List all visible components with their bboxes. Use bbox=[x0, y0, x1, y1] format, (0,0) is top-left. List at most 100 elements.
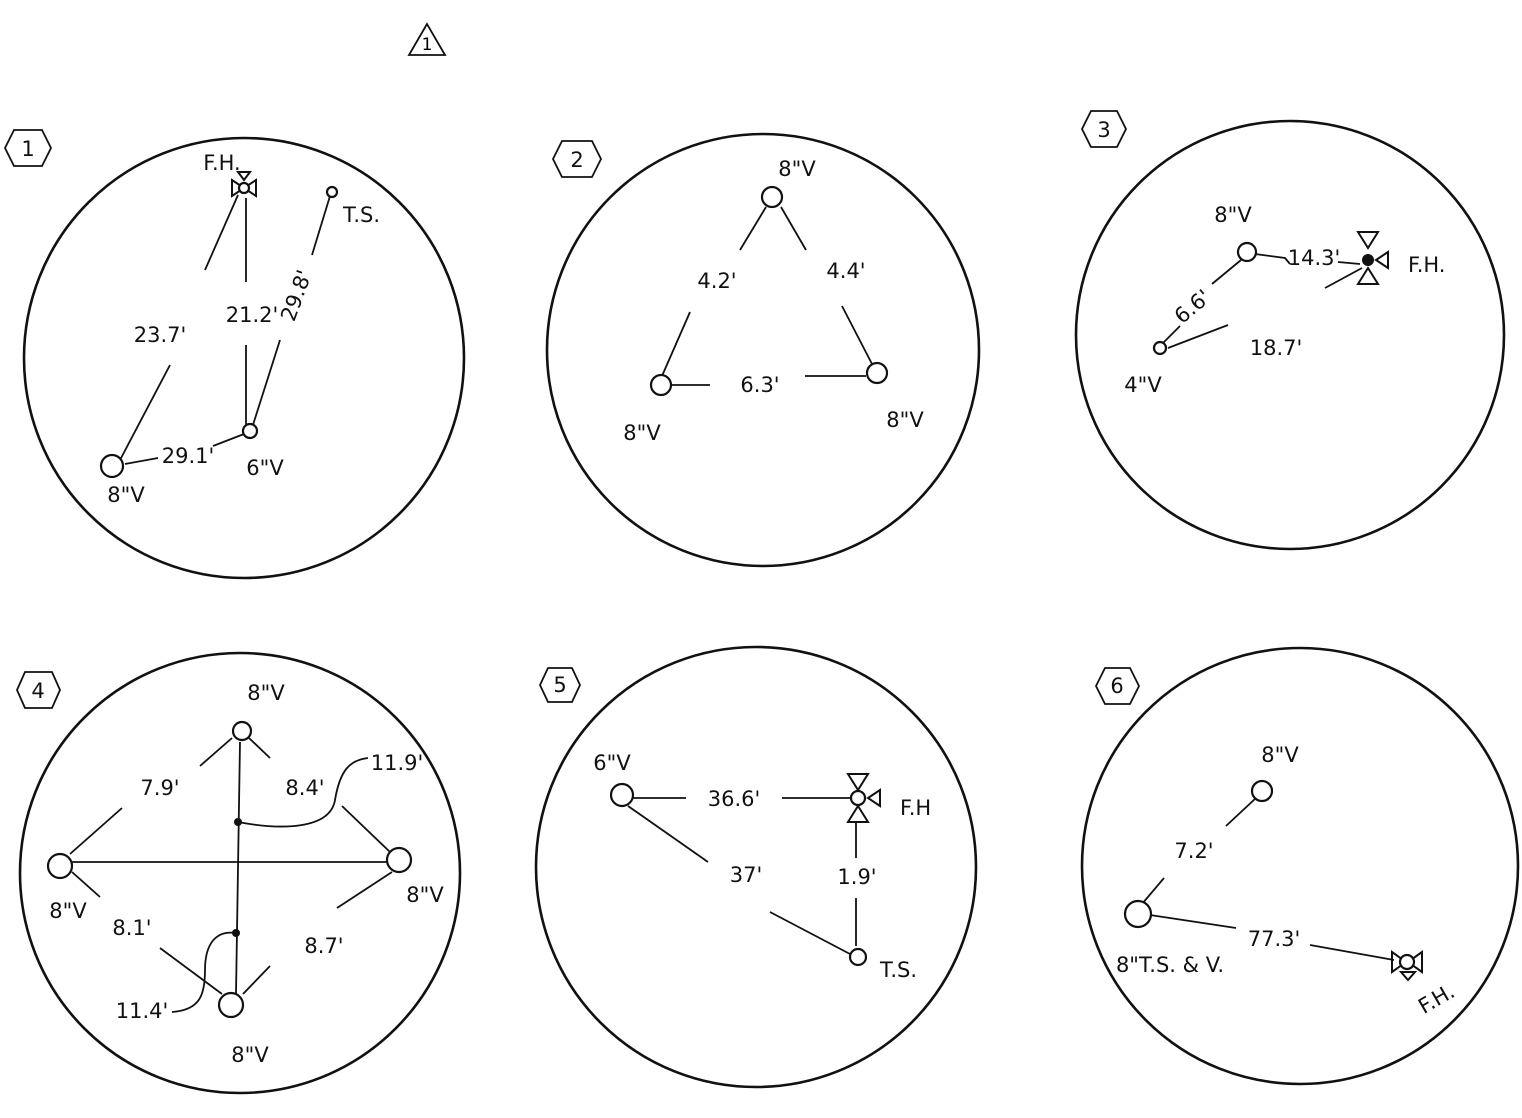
valve-node bbox=[1123, 899, 1153, 929]
node-label: 8"V bbox=[1261, 743, 1299, 767]
node-label: F.H. bbox=[1414, 979, 1458, 1019]
dim-line bbox=[119, 364, 171, 461]
detail-3: 3 8"V F.H. 4"V 6.6' 14.3' 18.7' bbox=[1074, 110, 1506, 551]
detail-4-tag: 4 bbox=[16, 671, 61, 709]
dimension-label: 7.9' bbox=[140, 776, 179, 800]
detail-5-tag: 5 bbox=[539, 667, 581, 703]
dim-line bbox=[1161, 325, 1181, 345]
detail-3-number: 3 bbox=[1097, 118, 1110, 142]
valve-node bbox=[609, 782, 635, 808]
detail-4-number: 4 bbox=[31, 679, 44, 703]
dim-line bbox=[248, 737, 271, 759]
dim-leader bbox=[237, 757, 369, 828]
dimension-label: 11.9' bbox=[371, 751, 424, 775]
valve-node bbox=[385, 846, 413, 874]
node-label: T.S. bbox=[879, 958, 917, 982]
dim-line bbox=[336, 871, 393, 909]
dimension-label: 21.2' bbox=[226, 303, 279, 327]
valve-node bbox=[231, 720, 253, 742]
node-label: 8"T.S. & V. bbox=[1116, 953, 1224, 977]
dimension-label: 1.9' bbox=[837, 865, 876, 889]
valve-node bbox=[241, 422, 259, 440]
dim-line bbox=[199, 737, 233, 767]
fire-hydrant-icon bbox=[231, 171, 257, 198]
test-station-node bbox=[325, 185, 339, 199]
detail-1: 1 F.H. T.S. 8"V 6"V 23.7' 21.2' 29.8' 29… bbox=[3, 129, 466, 580]
dim-line bbox=[204, 194, 239, 271]
dim-line bbox=[1167, 324, 1229, 349]
dimension-label: 6.6' bbox=[1170, 285, 1215, 329]
dim-line bbox=[159, 947, 223, 995]
fire-hydrant-icon bbox=[1391, 950, 1423, 982]
dim-line bbox=[341, 805, 391, 853]
dimension-label: 8.1' bbox=[112, 916, 151, 940]
detail-1-circle bbox=[22, 136, 466, 580]
detail-3-tag: 3 bbox=[1080, 110, 1128, 148]
dim-line bbox=[780, 206, 807, 251]
dim-line bbox=[242, 965, 271, 995]
detail-2-circle bbox=[545, 132, 981, 568]
fire-hydrant-icon bbox=[1356, 231, 1389, 285]
valve-node bbox=[1250, 779, 1274, 803]
dim-line bbox=[661, 311, 691, 377]
valve-node bbox=[217, 991, 245, 1019]
dim-line bbox=[1149, 914, 1237, 929]
dimension-label: 29.1' bbox=[162, 444, 215, 468]
detail-5: 5 6"V F.H T.S. 36.6' 37' 1.9' bbox=[534, 645, 978, 1089]
dim-line bbox=[235, 741, 241, 995]
dim-line bbox=[71, 871, 101, 898]
dimension-label: 77.3' bbox=[1248, 927, 1301, 951]
dim-line bbox=[69, 807, 123, 855]
detail-1-number: 1 bbox=[21, 137, 34, 161]
dimension-label: 23.7' bbox=[134, 323, 187, 347]
node-label: 4"V bbox=[1124, 373, 1162, 397]
dim-line bbox=[1211, 259, 1242, 285]
valve-node bbox=[46, 852, 74, 880]
node-label: 8"V bbox=[231, 1043, 269, 1067]
dim-line bbox=[1141, 877, 1165, 905]
node-label: 8"V bbox=[886, 408, 924, 432]
detail-6-circle bbox=[1080, 646, 1520, 1086]
valve-node bbox=[760, 185, 784, 209]
dimension-label: 37' bbox=[730, 863, 763, 887]
test-station-node bbox=[848, 947, 868, 967]
revision-triangle-mark: 1 bbox=[407, 22, 447, 56]
detail-6: 6 8"V 8"T.S. & V. F.H. 7.2' 77.3' bbox=[1080, 646, 1520, 1086]
node-label: F.H bbox=[900, 796, 931, 820]
dimension-label: 18.7' bbox=[1250, 336, 1303, 360]
valve-node bbox=[1152, 340, 1168, 356]
dim-line bbox=[1337, 261, 1361, 265]
node-label: T.S. bbox=[342, 203, 380, 227]
dimension-label: 8.7' bbox=[304, 934, 343, 958]
node-label: 8"V bbox=[107, 483, 145, 507]
valve-node bbox=[865, 361, 889, 385]
dim-line bbox=[841, 305, 873, 365]
detail-6-number: 6 bbox=[1110, 674, 1123, 698]
dimension-label: 8.4' bbox=[285, 776, 324, 800]
dimension-label: 7.2' bbox=[1174, 839, 1213, 863]
node-label: 6"V bbox=[246, 456, 284, 480]
revision-number: 1 bbox=[422, 35, 433, 55]
detail-5-circle bbox=[534, 645, 978, 1089]
dim-line bbox=[1309, 944, 1395, 961]
node-label: 8"V bbox=[247, 681, 285, 705]
node-label: 8"V bbox=[1214, 203, 1252, 227]
dim-line bbox=[1324, 267, 1363, 289]
dimension-label: 36.6' bbox=[708, 787, 761, 811]
dimension-label: 6.3' bbox=[740, 373, 779, 397]
dim-leader bbox=[171, 931, 237, 1013]
dim-line bbox=[311, 195, 331, 256]
dim-line bbox=[1225, 797, 1257, 827]
detail-3-circle bbox=[1074, 119, 1506, 551]
node-label: F.H. bbox=[203, 151, 240, 175]
node-label: 8"V bbox=[778, 157, 816, 181]
dim-line bbox=[627, 805, 709, 863]
detail-6-tag: 6 bbox=[1094, 667, 1141, 705]
valve-node bbox=[649, 373, 673, 397]
dimension-label: 29.8' bbox=[276, 267, 317, 325]
valve-node bbox=[99, 453, 125, 479]
dim-line bbox=[212, 433, 245, 447]
detail-2-tag: 2 bbox=[551, 140, 603, 178]
dim-point bbox=[234, 818, 242, 826]
